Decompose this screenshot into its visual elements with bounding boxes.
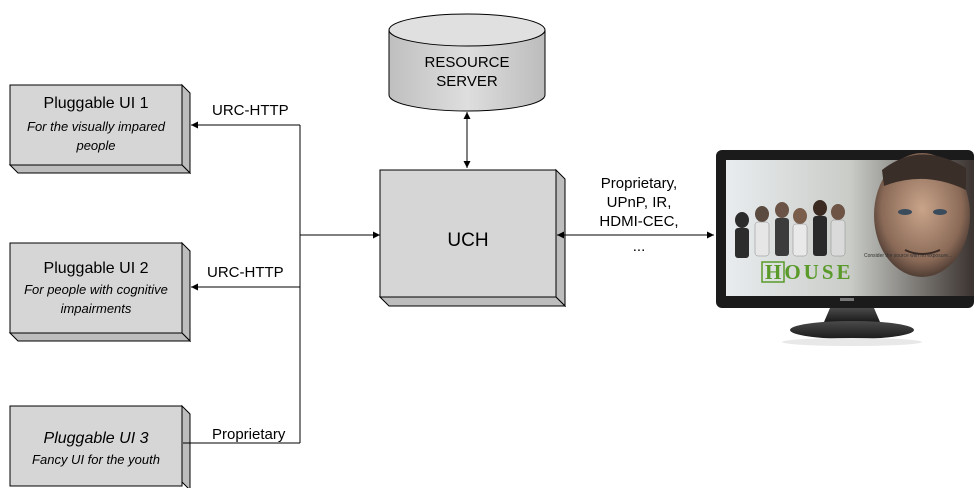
pluggable-ui-3-subtitle-line-1: Fancy UI for the youth [32, 452, 160, 467]
link-label-ui-3: Proprietary [212, 426, 286, 443]
tv-link-label-line-2: UPnP, IR, [607, 194, 672, 211]
tv-logo-frame [761, 261, 785, 283]
tv-brand-mark [840, 298, 854, 301]
uch-label: UCH [447, 230, 488, 251]
portrait-face [874, 153, 970, 277]
resource-server-label-line-1: RESOURCE [424, 54, 509, 71]
uch-box: UCH [378, 168, 567, 308]
pluggable-ui-1-title: Pluggable UI 1 [44, 95, 149, 112]
tv-link-label-line-4: ... [633, 238, 646, 255]
tv-reflection [782, 338, 922, 346]
pluggable-ui-1-box: Pluggable UI 1 For the visually impared … [8, 83, 192, 175]
resource-server-cylinder: RESOURCE SERVER [388, 13, 546, 112]
pluggable-ui-2-subtitle-line-1: For people with cognitive [24, 282, 168, 297]
tv-link-label-line-3: HDMI-CEC, [599, 213, 678, 230]
pluggable-ui-2-subtitle-line-2: impairments [61, 301, 132, 316]
pluggable-ui-3-title: Pluggable UI 3 [44, 430, 149, 447]
pluggable-ui-2-title: Pluggable UI 2 [44, 260, 149, 277]
cast-figures [735, 200, 846, 258]
tv-tagline: Consider the source with no exposure... [864, 253, 952, 259]
pluggable-ui-3-box: Pluggable UI 3 Fancy UI for the youth [9, 404, 191, 488]
ui-connectors [183, 121, 380, 444]
pluggable-ui-2-box: Pluggable UI 2 For people with cognitive… [8, 241, 192, 343]
tv-link-label-line-1: Proprietary, [601, 175, 677, 192]
portrait-hair [882, 154, 966, 190]
pluggable-ui-1-subtitle-line-2: people [75, 138, 115, 153]
resource-server-label-line-2: SERVER [436, 73, 498, 90]
link-label-ui-1: URC-HTTP [212, 102, 289, 119]
link-label-ui-2: URC-HTTP [207, 264, 284, 281]
television-image: Consider the source with no exposure... … [716, 150, 974, 346]
tv-logo-text: HOUSE [765, 260, 854, 284]
tv-stand-base [790, 321, 914, 339]
tv-stand-neck [824, 308, 880, 322]
pluggable-ui-1-subtitle-line-1: For the visually impared [27, 119, 166, 134]
